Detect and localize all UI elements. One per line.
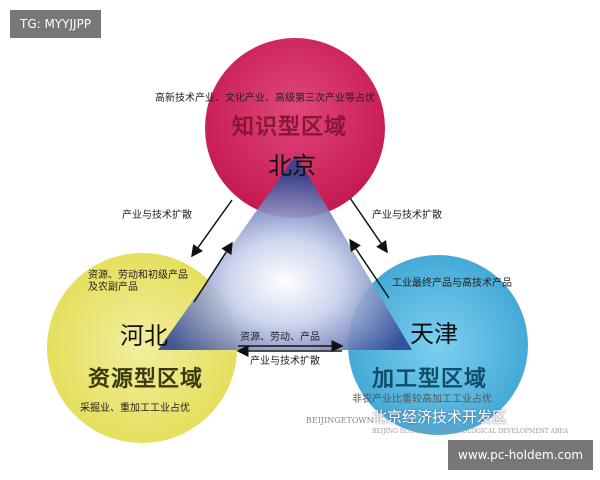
logo-text: 北京经济技术开发区 [372,408,508,426]
arrow-bj-to-hb [191,199,233,258]
beijing-circle [205,38,385,218]
tianjin-circle [348,255,528,435]
tianjin-city: 天津 [410,320,458,348]
flow-bj-to-tj: 产业与技术扩散 [372,210,442,221]
center-triangle [158,155,412,350]
flow-tj-to-hb: 产业与技术扩散 [250,356,320,367]
hebei-region: 资源型区域 [88,366,204,392]
beijing-region: 知识型区域 [232,114,348,140]
tianjin-desc: 非农产业比重较高加工工业占优 [352,394,492,405]
arrow-hb-to-bj [193,241,233,303]
flow-tj-to-bj: 工业最终产品与高技术产品 [392,278,512,289]
hebei-circle [47,253,237,443]
logo-brand: BEIJINGETOWN [306,416,374,425]
beijing-desc: 高新技术产业、文化产业、高级第三次产业等占优 [155,93,375,104]
hebei-city: 河北 [120,322,168,350]
flow-bj-to-hb: 产业与技术扩散 [122,210,192,221]
watermark-top-left: TG: MYYJJPP [10,10,102,38]
arrow-tj-to-bj [349,238,390,299]
flow-hb-to-bj: 资源、劳动和初级产品及农副产品 [88,270,188,293]
tianjin-region: 加工型区域 [372,366,488,392]
hebei-desc: 采掘业、重加工工业占优 [80,403,190,414]
watermark-bottom-right: www.pc-holdem.com [448,440,594,470]
beijing-city: 北京 [268,152,316,180]
logo-subtitle: BEIJING ECONOMIC-TECHNOLOGICAL DEVELOPME… [372,428,569,435]
flow-hb-to-tj: 资源、劳动、产品 [240,332,320,343]
arrow-bj-to-tj [349,197,388,254]
